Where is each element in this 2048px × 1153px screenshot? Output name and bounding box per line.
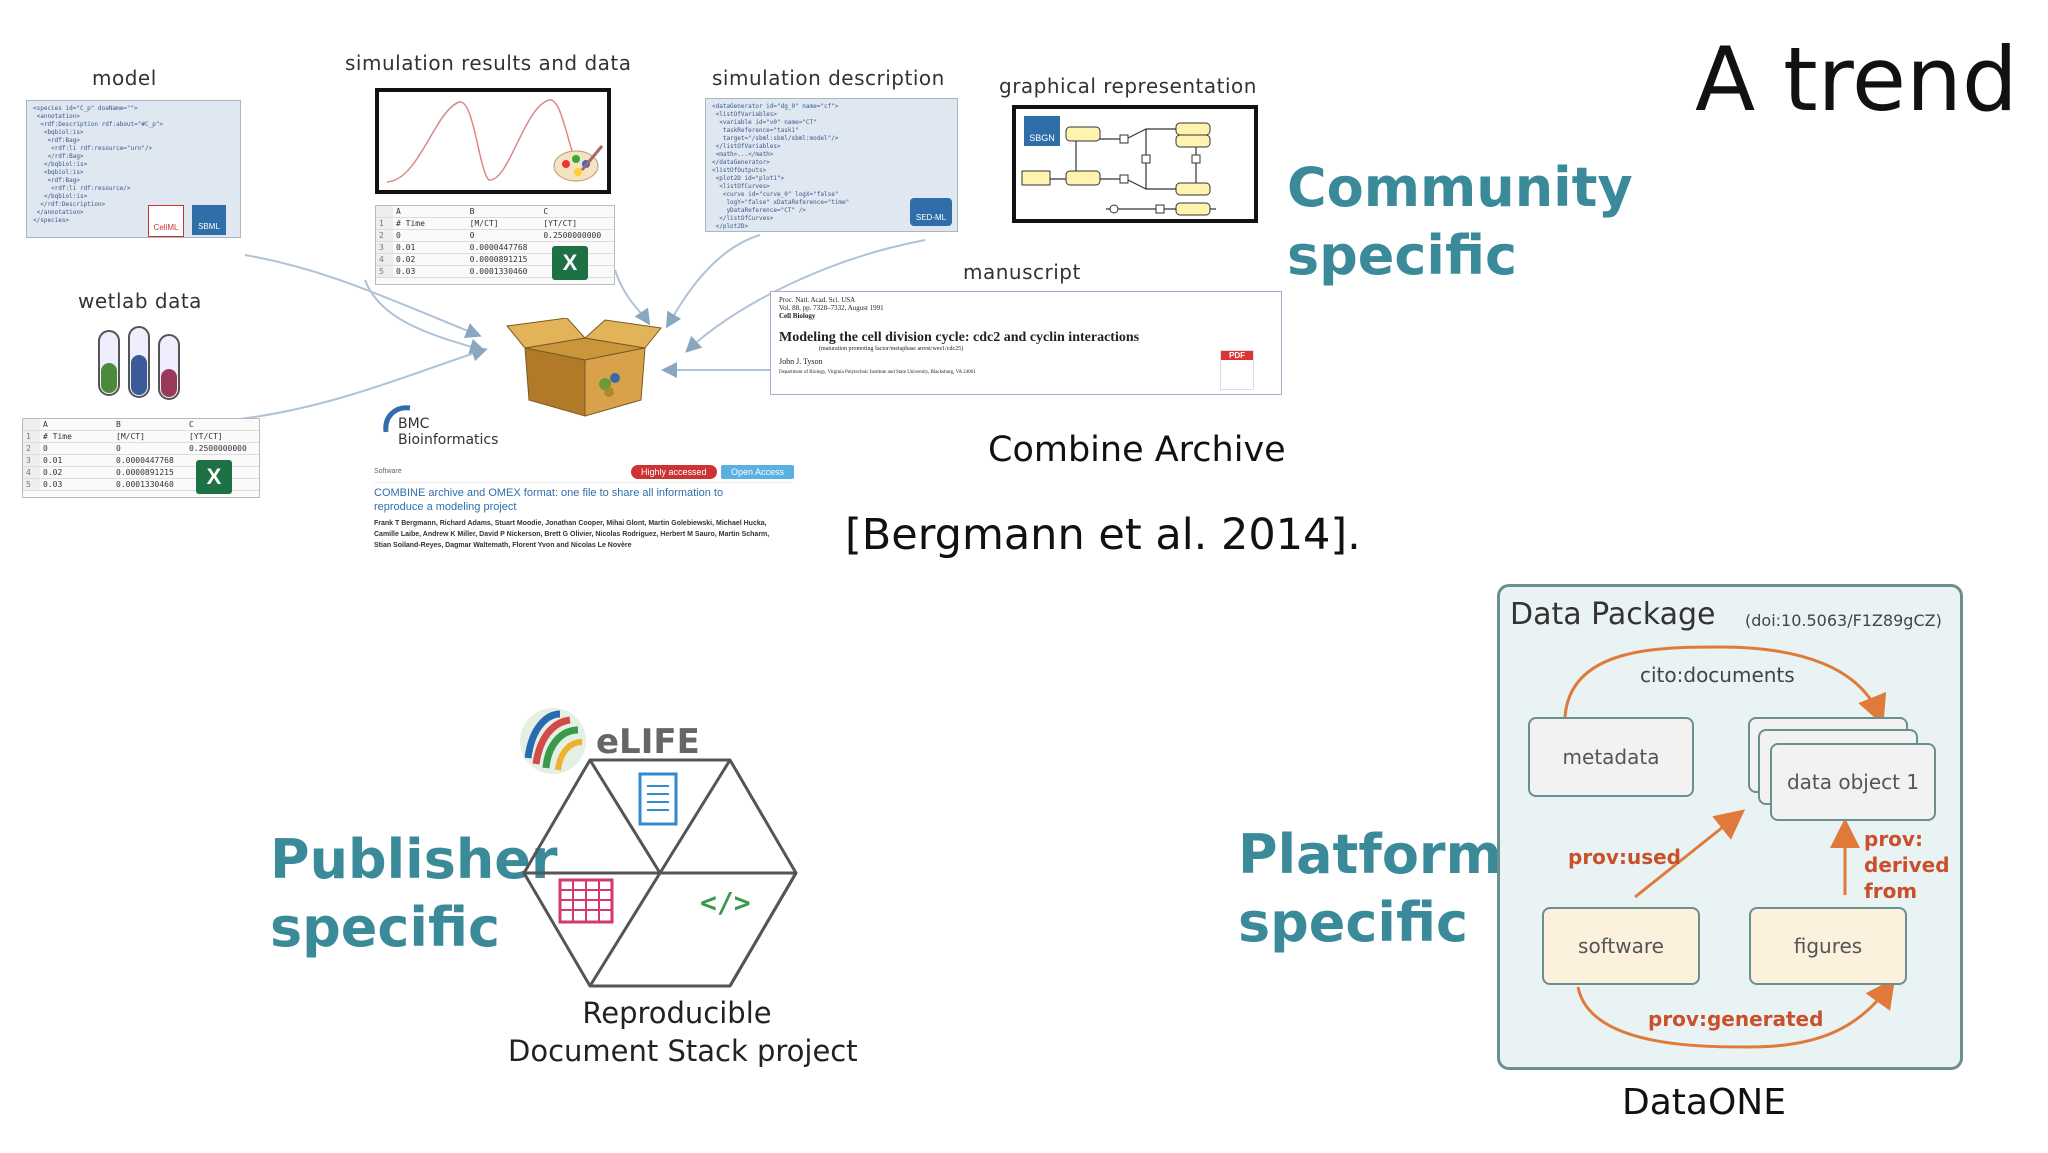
manuscript-volume: Vol. 88, pp. 7328–7332, August 1991 bbox=[779, 304, 884, 312]
badge-highly-accessed: Highly accessed bbox=[630, 465, 717, 479]
figures-box: figures bbox=[1749, 907, 1907, 985]
platform-label-line2: specific bbox=[1238, 891, 1468, 954]
software-box: software bbox=[1542, 907, 1700, 985]
figures-label: figures bbox=[1793, 934, 1863, 958]
community-label-line2: specific bbox=[1287, 224, 1517, 287]
bmc-logo-top: BMC bbox=[398, 416, 430, 432]
community-label-line1: Community bbox=[1287, 156, 1633, 219]
manuscript-paper: Proc. Natl. Acad. Sci. USA Vol. 88, pp. … bbox=[770, 291, 1282, 395]
bmc-article-title: COMBINE archive and OMEX format: one fil… bbox=[374, 487, 724, 513]
manuscript-label: manuscript bbox=[963, 260, 1081, 284]
bmc-article-authors: Frank T Bergmann, Richard Adams, Stuart … bbox=[374, 520, 770, 549]
code-icon: </> bbox=[700, 886, 751, 919]
manuscript-journal: Proc. Natl. Acad. Sci. USA bbox=[779, 296, 856, 304]
wetlab-label: wetlab data bbox=[78, 289, 202, 313]
publisher-label-line1: Publisher bbox=[270, 828, 558, 891]
prov-arrows bbox=[1563, 645, 1896, 1049]
elife-logo-icon bbox=[518, 706, 588, 776]
archive-box-icon bbox=[505, 317, 663, 418]
bmc-section: Software bbox=[374, 467, 402, 475]
data-package-doi: (doi:10.5063/F1Z89gCZ) bbox=[1745, 611, 1942, 630]
cito-label: cito:documents bbox=[1640, 663, 1795, 687]
combine-archive-caption: Combine Archive bbox=[988, 430, 1286, 470]
bmc-logo: BMC Bioinformatics bbox=[382, 404, 532, 450]
manuscript-section: Cell Biology bbox=[779, 312, 816, 320]
excel-icon: X bbox=[196, 460, 232, 494]
software-label: software bbox=[1578, 934, 1664, 958]
prov-derived-label-2: derived bbox=[1864, 853, 1950, 877]
rds-hexagon bbox=[520, 752, 800, 994]
simulation-curve-icon bbox=[386, 99, 585, 183]
dataone-caption: DataONE bbox=[1622, 1082, 1786, 1123]
data-package-frame: Data Package (doi:10.5063/F1Z89gCZ) cito… bbox=[1497, 584, 1963, 1070]
data-object-box: data object 1 bbox=[1770, 743, 1936, 821]
manuscript-title: Modeling the cell division cycle: cdc2 a… bbox=[779, 330, 1140, 345]
metadata-box: metadata bbox=[1528, 717, 1694, 797]
prov-derived-label-1: prov: bbox=[1864, 827, 1923, 851]
test-tubes-icon bbox=[95, 325, 185, 415]
publisher-label-line2: specific bbox=[270, 896, 500, 959]
spreadsheet-icon bbox=[558, 878, 614, 924]
bmc-arc-icon bbox=[383, 405, 411, 433]
cellml-logo: CellML bbox=[148, 205, 184, 237]
sbgn-diagram bbox=[1012, 105, 1258, 223]
badge-open-access: Open Access bbox=[720, 465, 794, 479]
pdf-label: PDF bbox=[1221, 351, 1253, 360]
manuscript-subtitle: (maturation promoting factor/metaphase a… bbox=[819, 346, 964, 352]
rds-caption-line1: Reproducible bbox=[582, 996, 772, 1030]
simulation-results-label: simulation results and data bbox=[345, 51, 632, 75]
sedml-logo: SED-ML bbox=[910, 198, 952, 226]
metadata-label: metadata bbox=[1562, 745, 1660, 769]
bmc-article: Software Highly accessed Open Access COM… bbox=[374, 460, 794, 570]
palette-icon bbox=[552, 142, 604, 184]
excel-icon: X bbox=[552, 246, 588, 280]
slide-title: A trend bbox=[1695, 28, 2018, 131]
platform-label-line1: Platform bbox=[1238, 823, 1502, 886]
sbgn-logo: SBGN bbox=[1024, 116, 1060, 146]
elife-brand: eLIFE bbox=[596, 722, 700, 762]
sbml-logo: SBML bbox=[192, 205, 226, 235]
rds-caption-line2: Document Stack project bbox=[508, 1034, 858, 1068]
prov-derived-label-3: from bbox=[1864, 879, 1918, 903]
model-label: model bbox=[92, 66, 157, 90]
simulation-description-label: simulation description bbox=[712, 66, 945, 90]
sbgn-network-icon bbox=[1021, 122, 1216, 216]
manuscript-author: John J. Tyson bbox=[779, 357, 823, 366]
prov-used-label: prov:used bbox=[1568, 845, 1681, 869]
pdf-icon: PDF bbox=[1220, 350, 1254, 390]
bmc-logo-bottom: Bioinformatics bbox=[398, 432, 499, 448]
citation: [Bergmann et al. 2014]. bbox=[845, 510, 1361, 560]
data-object-label: data object 1 bbox=[1786, 770, 1920, 794]
manuscript-affiliation: Department of Biology, Virginia Polytech… bbox=[779, 370, 976, 375]
collage-arrows bbox=[229, 234, 926, 421]
graphical-representation-label: graphical representation bbox=[999, 74, 1257, 98]
data-package-title: Data Package bbox=[1510, 597, 1716, 632]
prov-generated-label: prov:generated bbox=[1648, 1007, 1824, 1031]
document-icon bbox=[638, 772, 678, 826]
